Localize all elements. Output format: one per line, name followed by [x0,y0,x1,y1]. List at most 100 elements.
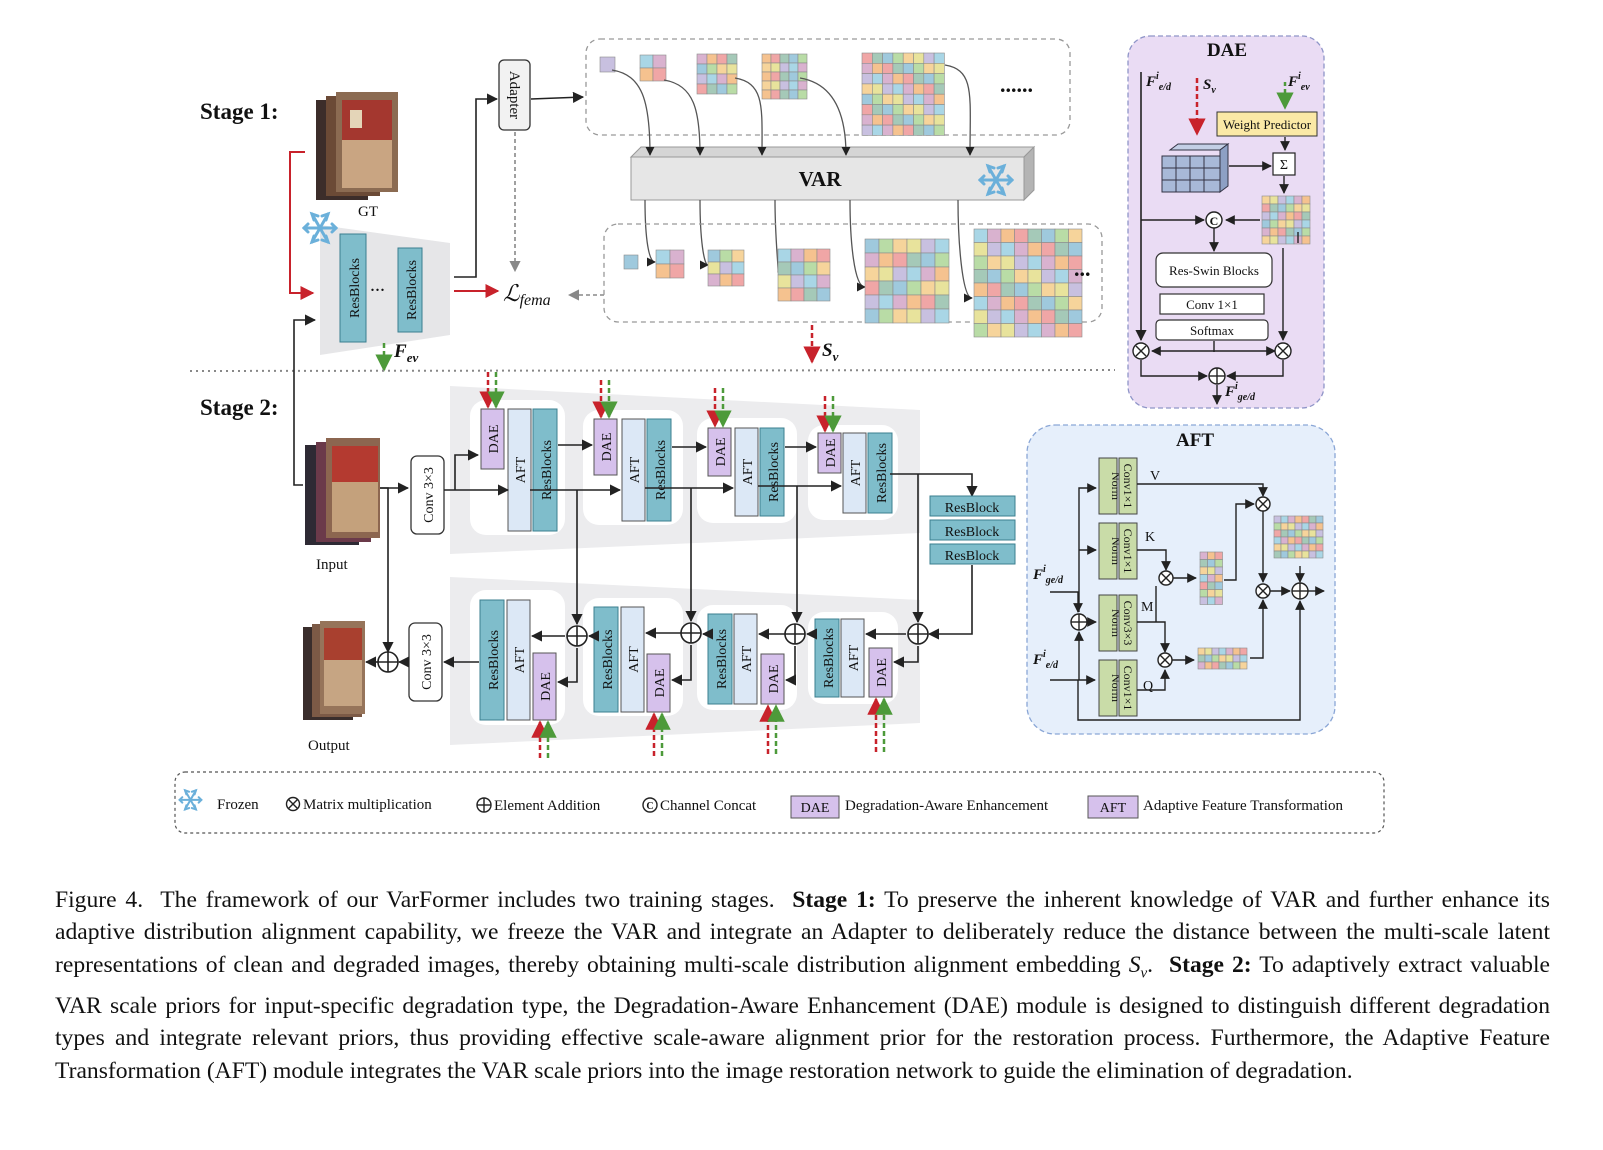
legend-matmul-icon [285,796,301,812]
legend-aft-box-label: AFT [1100,801,1127,816]
encoder-resblocks-2 [397,247,423,333]
aft-output-grid [1273,515,1324,559]
decoder-resblocks-2 [593,606,619,713]
aft-matmul-out-icon [1255,583,1271,599]
input-to-encoder-arrow [293,314,317,486]
adapter-token-grid-2 [639,54,667,82]
decoder-aft-2 [620,606,645,713]
sigma-label: Σ [1280,158,1288,173]
adapter-token-grids [599,52,945,136]
encoder-resblocks-3 [759,427,785,517]
output-image-stack [303,621,365,720]
dae-conv1x1-block [1159,293,1265,315]
legend-dae-swatch [790,795,840,819]
aft-input2-label: Fie/d [1032,649,1059,671]
encoder-aft-2 [621,418,646,522]
dae-panel: DAE Fie/d Sv Fiev Weight Predictor Σ C [1127,35,1325,409]
decoder-dae-4 [868,647,893,698]
var-output-arrow-3 [774,199,787,277]
aft-conv-2 [1118,522,1138,580]
bottleneck-resblock-1 [929,495,1016,517]
var-input-arrow-3 [734,77,767,156]
bottleneck-resblock-2 [929,519,1016,541]
encoder-aft-3 [734,427,759,517]
loss-label: ℒfema [503,281,551,309]
encoder-resblocks-2 [646,418,672,522]
sigma-block [1272,152,1296,176]
aft-panel: AFT Fige/d Fie/d NormConv1×1NormConv1×1N… [1026,424,1336,735]
aft-q-label: Q [1143,679,1153,694]
add2-to-dae-arrow [670,645,692,686]
var-token-grids [623,228,1083,338]
encoder-resblocks-2-label: ResBlocks [654,440,669,500]
adapter-token-grid-3 [696,53,738,95]
aft-conv-4-label: Conv1×1 [1121,666,1135,711]
encoder-dae-1 [480,408,505,470]
aft-matmul-v-icon [1255,496,1271,512]
decoder-resblocks-3-label: ResBlocks [715,629,730,689]
encoder-resblocks-4-label: ResBlocks [875,443,890,503]
aft-norm-4 [1098,659,1118,717]
decoder-prior-arrows-2 [645,712,671,756]
encoder-resblocks-2-label: ResBlocks [405,260,420,320]
decoder-addition-icon-2 [680,622,702,644]
dae-output-label: Fige/d [1224,381,1256,403]
legend-concat-glyph: C [646,801,653,812]
input-image-stack [305,438,380,545]
output-label: Output [308,738,351,754]
input-label: Input [316,557,348,573]
var-output-arrow-4 [849,199,866,292]
decoder-dae-3 [760,653,785,705]
add1-to-dae-arrow [556,648,578,688]
decoder-dae-1-label: DAE [539,672,554,701]
gt-image-stack [316,92,398,200]
var-block [629,145,1036,202]
var-input-arrow-5 [944,64,975,156]
decoder-aft-3-label: AFT [740,645,755,672]
input-conv-block [410,455,445,535]
encoder-resblocks-3-label: ResBlocks [767,442,782,502]
var-token-grid-4 [777,248,831,302]
res-swin-label: Res-Swin Blocks [1169,263,1259,278]
decoder-dae-2-label: DAE [653,669,668,698]
legend-addition-label: Element Addition [494,798,601,814]
dae-weighted-prior-grid [1261,195,1311,245]
encoder-resblocks-1 [339,233,367,343]
sv-label: Sv [822,340,839,364]
encoder-dae-3-label: DAE [714,438,729,467]
dae-grid-cells [1261,195,1311,245]
add3-to-dae-arrow [784,646,797,686]
legend-dae-box-label: DAE [801,801,830,816]
encoder-dae-1-label: DAE [487,425,502,454]
legend-matmul-label: Matrix multiplication [303,797,432,813]
encoder-resblocks-1-label: ResBlocks [348,258,363,318]
caption-figure-number: Figure 4. [55,887,144,913]
aft-conv-2-label: Conv1×1 [1121,529,1135,574]
var-input-arrow-1 [611,69,655,156]
encoder-prior-arrows-2 [592,380,618,419]
decoder-resblocks-4 [814,618,840,698]
encoder-prior-arrows-1 [479,372,505,409]
dae-fev-label: Fiev [1287,71,1310,93]
bottleneck: ResBlock ResBlock ResBlock [890,473,1016,640]
decoder-aft-2-label: AFT [627,646,642,673]
encoder-aft-3-label: AFT [741,458,756,485]
var-input-arrow-4 [799,77,851,156]
res-swin-block [1155,252,1273,288]
var-token-grid-2 [655,249,685,279]
aft-conv-4 [1118,659,1138,717]
encoder-dae-4 [817,432,842,474]
var-arrows [611,64,975,303]
softmax-block [1155,319,1269,341]
adapter-block [498,59,531,131]
encoder-aft-4 [842,432,867,514]
encoder-dae-2 [593,418,618,476]
legend-dae-label: Degradation-Aware Enhancement [845,798,1049,814]
decoder-prior-arrows-3 [759,704,785,754]
aft-addition-out-icon [1291,582,1309,600]
aft-addition-input-icon [1070,613,1088,631]
decoder-aft-1 [506,599,531,721]
caption-stage1: Stage 1: [792,887,876,913]
dae-matmul-right-icon [1274,342,1292,360]
